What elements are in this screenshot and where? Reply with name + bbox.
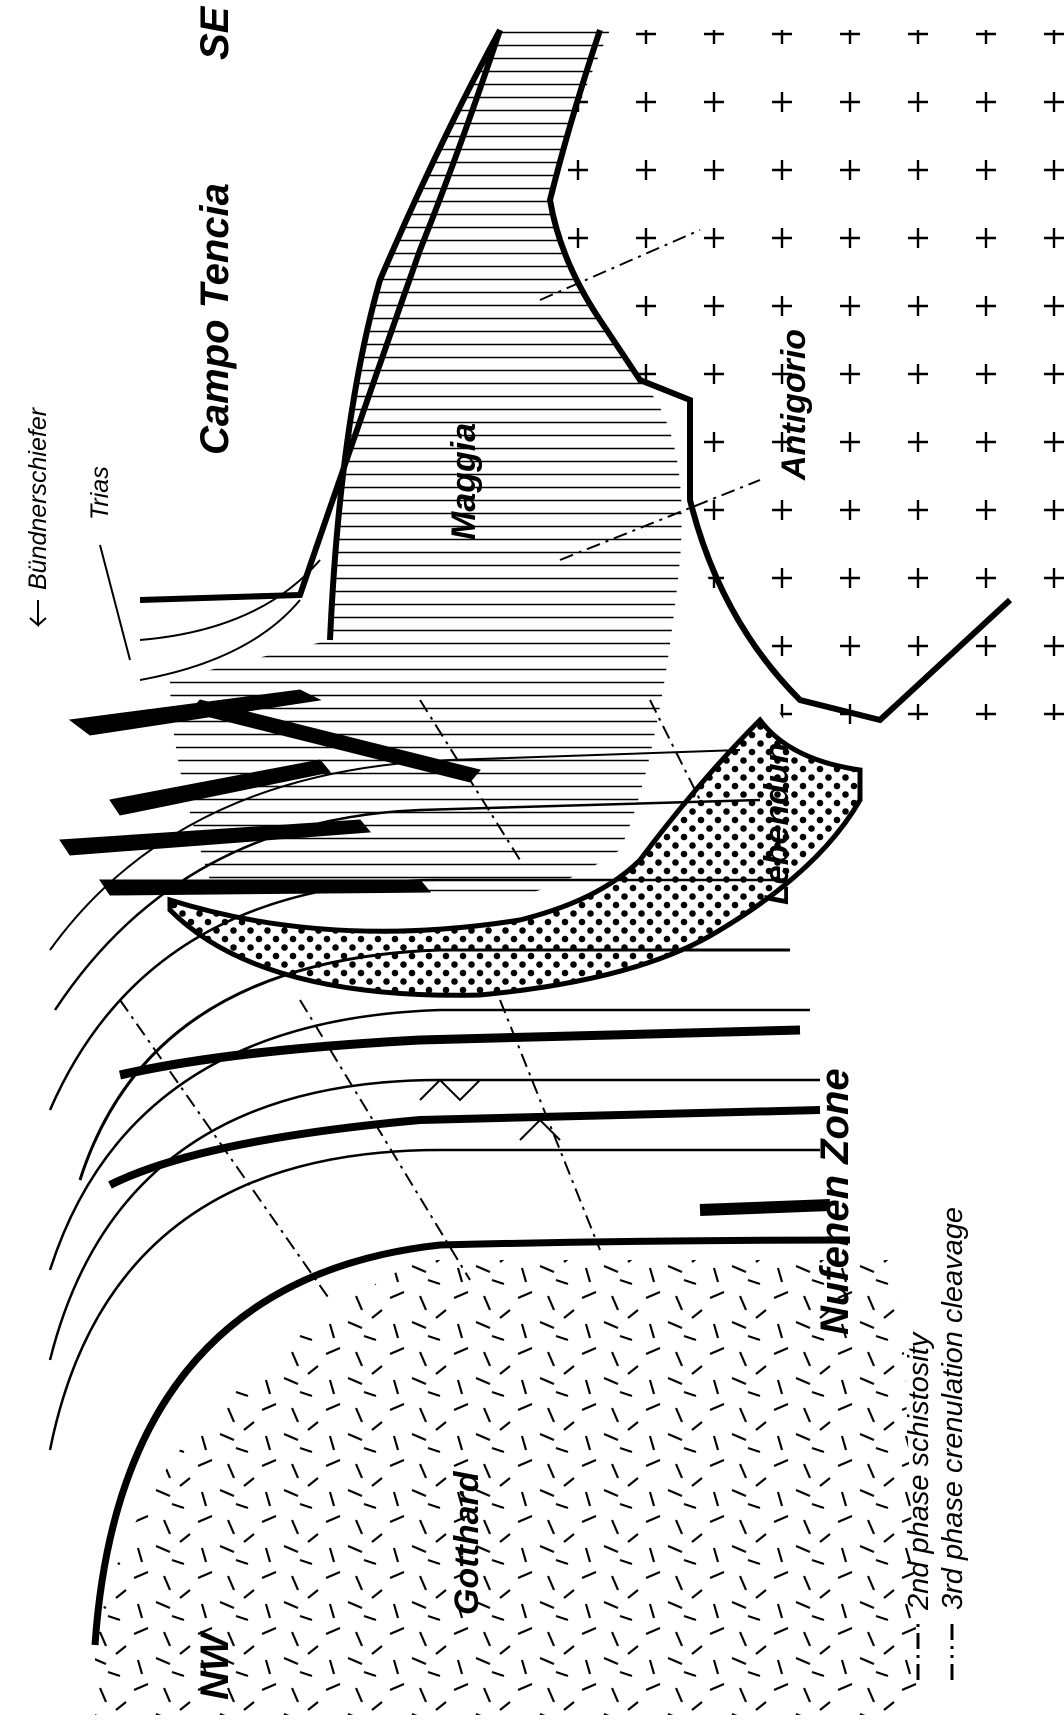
label-nufenen-zone: Nufenen Zone — [813, 1068, 857, 1335]
label-nw: NW — [193, 1630, 237, 1700]
label-antigorio: Antigorio — [775, 329, 813, 481]
label-gotthard: Gotthard — [448, 1470, 486, 1615]
label-se: SE — [193, 5, 237, 60]
label-buendnerschiefer: Bündnerschiefer — [24, 406, 52, 590]
label-lebendun: Lebendun — [758, 743, 796, 905]
label-campo-tencia: Campo Tencia — [193, 183, 237, 455]
legend-second-phase: 2nd phase schistosity — [903, 1331, 935, 1611]
legend-symbols — [918, 1622, 952, 1680]
legend-third-phase: 3rd phase crenulation cleavage — [937, 1207, 969, 1610]
label-maggia: Maggia — [445, 423, 483, 540]
label-trias: Trias — [86, 466, 114, 520]
